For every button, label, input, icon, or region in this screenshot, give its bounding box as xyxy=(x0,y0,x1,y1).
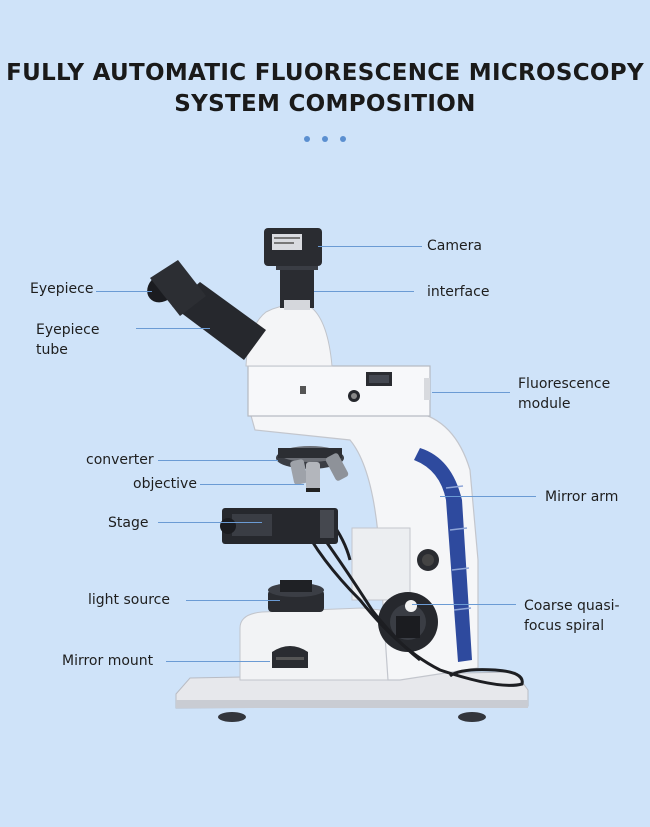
label-mirror-arm: Mirror arm xyxy=(545,489,619,505)
interface-leader-line xyxy=(314,291,414,292)
objectives xyxy=(290,453,349,492)
fluorescence-module xyxy=(247,365,431,417)
label-mirror-mount: Mirror mount xyxy=(62,653,154,669)
camera-leader-line xyxy=(318,246,422,247)
base-body xyxy=(239,607,393,681)
label-stage: Stage xyxy=(108,515,149,531)
dot xyxy=(322,136,328,142)
eyepiece-leader-line xyxy=(96,291,152,292)
mirror-mount-leader-line xyxy=(166,661,270,662)
camera xyxy=(264,228,322,266)
label-camera: Camera xyxy=(427,238,482,254)
mirror-arm-leader-line xyxy=(440,496,536,497)
label-converter: converter xyxy=(86,452,154,468)
light-source xyxy=(268,580,324,612)
objective-leader-line xyxy=(200,484,304,485)
label-coarse-focus-spiral: Coarse quasi- focus spiral xyxy=(524,598,620,634)
label-interface: interface xyxy=(427,284,490,300)
label-light-source: light source xyxy=(88,592,170,608)
title-dots xyxy=(0,127,650,146)
focus-column xyxy=(351,527,439,601)
fluorescence-module-leader-line xyxy=(432,392,510,393)
dot xyxy=(340,136,346,142)
light-source-leader-line xyxy=(186,600,280,601)
coarse-focus-leader-line xyxy=(412,604,516,605)
camera-interface xyxy=(276,262,318,310)
label-fluorescence-module: Fluorescence module xyxy=(518,376,611,412)
eyepiece-tube-leader-line xyxy=(136,328,210,329)
stage-leader-line xyxy=(158,522,262,523)
title-line-2: SYSTEM COMPOSITION xyxy=(174,91,476,117)
page-title: FULLY AUTOMATIC FLUORESCENCE MICROSCOPY … xyxy=(0,58,650,120)
title-line-1: FULLY AUTOMATIC FLUORESCENCE MICROSCOPY xyxy=(6,60,644,86)
coarse-focus-knob xyxy=(378,592,438,652)
label-eyepiece-tube: Eyepiece tube xyxy=(36,322,100,358)
dot xyxy=(304,136,310,142)
label-eyepiece: Eyepiece xyxy=(30,281,94,297)
stage xyxy=(220,508,338,544)
converter-leader-line xyxy=(158,460,278,461)
base-plate xyxy=(175,671,529,722)
label-objective: objective xyxy=(133,476,197,492)
eyepiece-tube xyxy=(147,260,266,360)
